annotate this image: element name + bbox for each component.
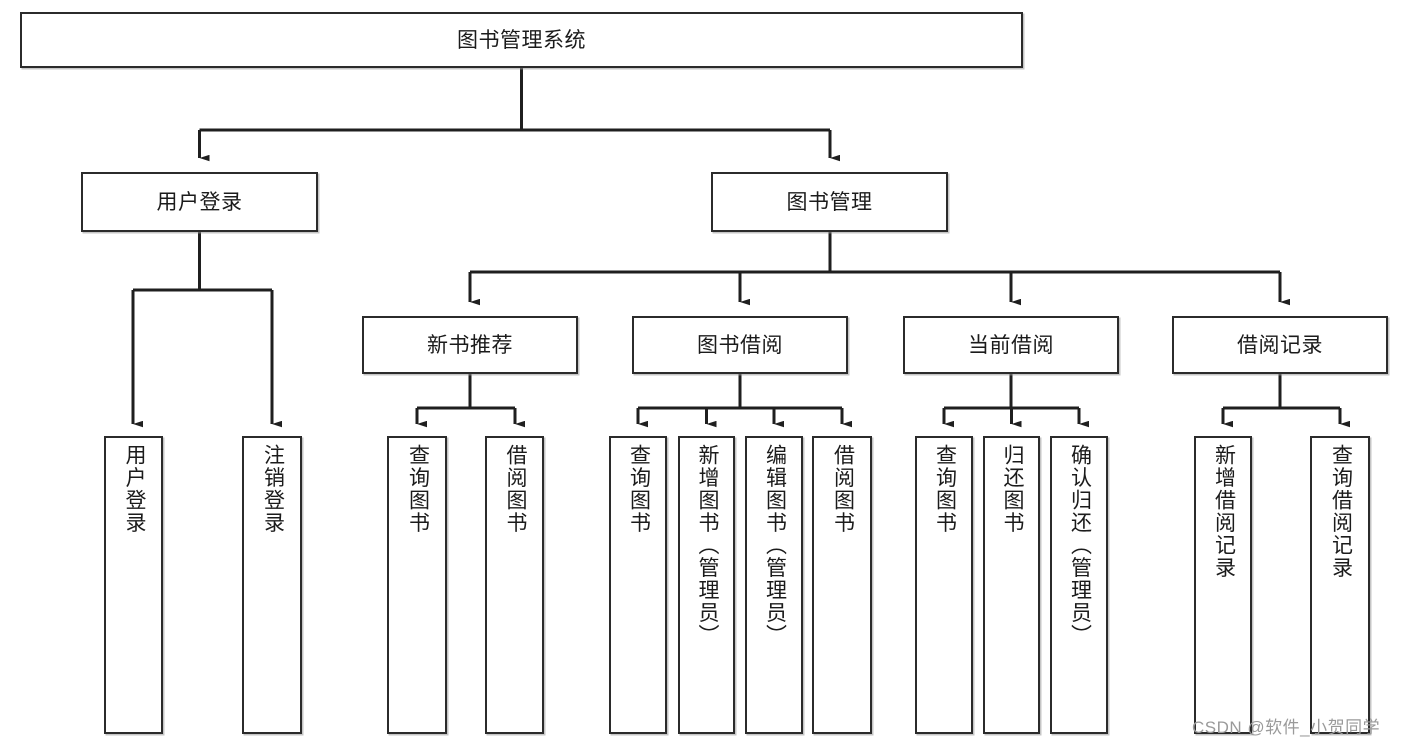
node-book-manage-label: 图书管理 <box>786 190 873 214</box>
node-book-manage[interactable]: 图书管理 <box>711 172 948 232</box>
node-leaf-query-record[interactable]: 查询借阅记录 <box>1310 436 1370 734</box>
node-leaf-return-book[interactable]: 归还图书 <box>983 436 1040 734</box>
node-leaf-confirm-return[interactable]: 确认归还（管理员） <box>1050 436 1108 734</box>
csdn-watermark: CSDN @软件_小贺同学 <box>1192 718 1381 737</box>
node-leaf-query-record-label: 查询借阅记录 <box>1329 444 1353 579</box>
node-leaf-logout[interactable]: 注销登录 <box>242 436 302 734</box>
node-current-borrow-label: 当前借阅 <box>968 333 1054 357</box>
node-leaf-add-record-label: 新增借阅记录 <box>1212 444 1236 579</box>
node-borrow-record[interactable]: 借阅记录 <box>1172 316 1388 374</box>
node-leaf-borrow-book-2[interactable]: 借阅图书 <box>812 436 872 734</box>
node-new-book-recommend[interactable]: 新书推荐 <box>362 316 578 374</box>
node-borrow-record-label: 借阅记录 <box>1237 333 1323 357</box>
node-book-borrow-label: 图书借阅 <box>697 333 783 357</box>
node-book-borrow[interactable]: 图书借阅 <box>632 316 848 374</box>
node-leaf-borrow-book-2-label: 借阅图书 <box>831 444 855 534</box>
node-user-login-label: 用户登录 <box>156 190 243 214</box>
node-leaf-query-book-2-label: 查询图书 <box>627 444 651 534</box>
node-leaf-query-book-3-label: 查询图书 <box>933 444 957 534</box>
node-leaf-query-book-2[interactable]: 查询图书 <box>609 436 667 734</box>
node-leaf-query-book-1[interactable]: 查询图书 <box>387 436 447 734</box>
node-leaf-add-record[interactable]: 新增借阅记录 <box>1194 436 1252 734</box>
node-leaf-borrow-book-1-label: 借阅图书 <box>503 444 527 534</box>
node-root[interactable]: 图书管理系统 <box>20 12 1023 68</box>
node-user-login[interactable]: 用户登录 <box>81 172 318 232</box>
node-new-book-recommend-label: 新书推荐 <box>427 333 513 357</box>
node-leaf-edit-book-label: 编辑图书（管理员） <box>763 444 787 647</box>
node-leaf-user-login[interactable]: 用户登录 <box>104 436 163 734</box>
node-leaf-edit-book[interactable]: 编辑图书（管理员） <box>745 436 803 734</box>
node-leaf-query-book-1-label: 查询图书 <box>406 444 430 534</box>
node-leaf-borrow-book-1[interactable]: 借阅图书 <box>485 436 544 734</box>
node-leaf-query-book-3[interactable]: 查询图书 <box>915 436 973 734</box>
node-leaf-confirm-return-label: 确认归还（管理员） <box>1068 444 1092 647</box>
node-current-borrow[interactable]: 当前借阅 <box>903 316 1119 374</box>
node-leaf-add-book-label: 新增图书（管理员） <box>695 444 719 647</box>
node-leaf-user-login-label: 用户登录 <box>122 444 146 534</box>
node-leaf-add-book[interactable]: 新增图书（管理员） <box>678 436 735 734</box>
node-root-label: 图书管理系统 <box>457 28 586 52</box>
node-leaf-logout-label: 注销登录 <box>261 444 285 534</box>
node-leaf-return-book-label: 归还图书 <box>1000 444 1024 534</box>
